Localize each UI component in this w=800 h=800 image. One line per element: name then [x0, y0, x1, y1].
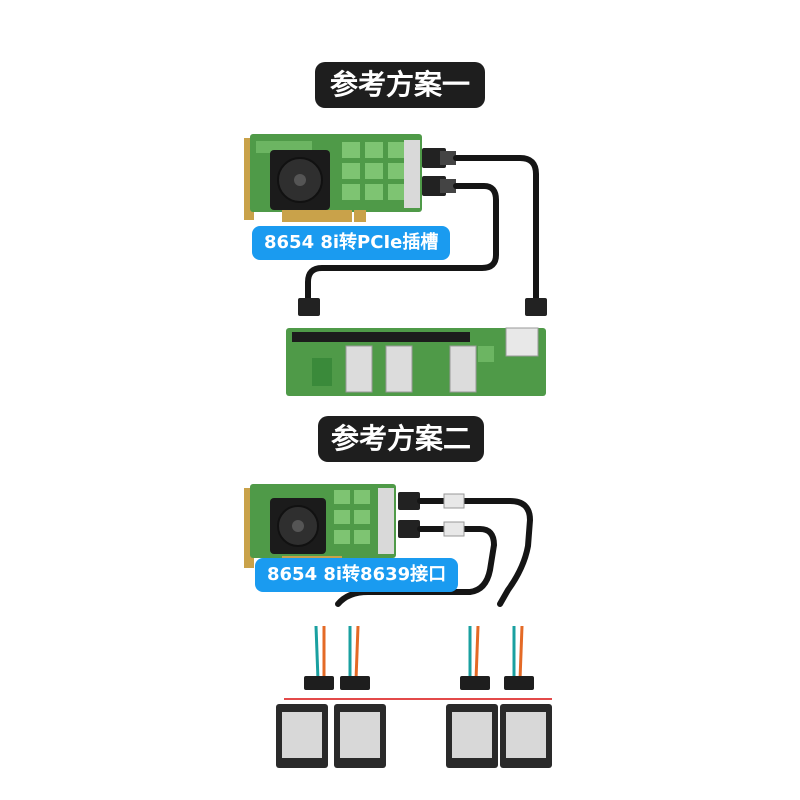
cable-connectors-2 — [398, 492, 420, 538]
breakout-cables — [314, 625, 524, 681]
raid-card-2 — [244, 484, 396, 568]
raid-card-1 — [244, 134, 422, 222]
riser-board — [286, 327, 546, 396]
ssd-drives — [276, 704, 552, 768]
section2-label: 8654 8i转8639接口 — [255, 558, 459, 592]
sata-power-connectors — [304, 676, 534, 690]
cable-ends-1 — [298, 298, 547, 316]
cable-connectors-1 — [422, 148, 456, 196]
cables-2 — [335, 498, 534, 607]
section1-title: 参考方案一 — [315, 62, 485, 108]
section1-label: 8654 8i转PCIe插槽 — [252, 226, 451, 260]
section2-title: 参考方案二 — [318, 416, 484, 462]
cables-1 — [305, 155, 539, 303]
cable-labels — [443, 493, 465, 537]
